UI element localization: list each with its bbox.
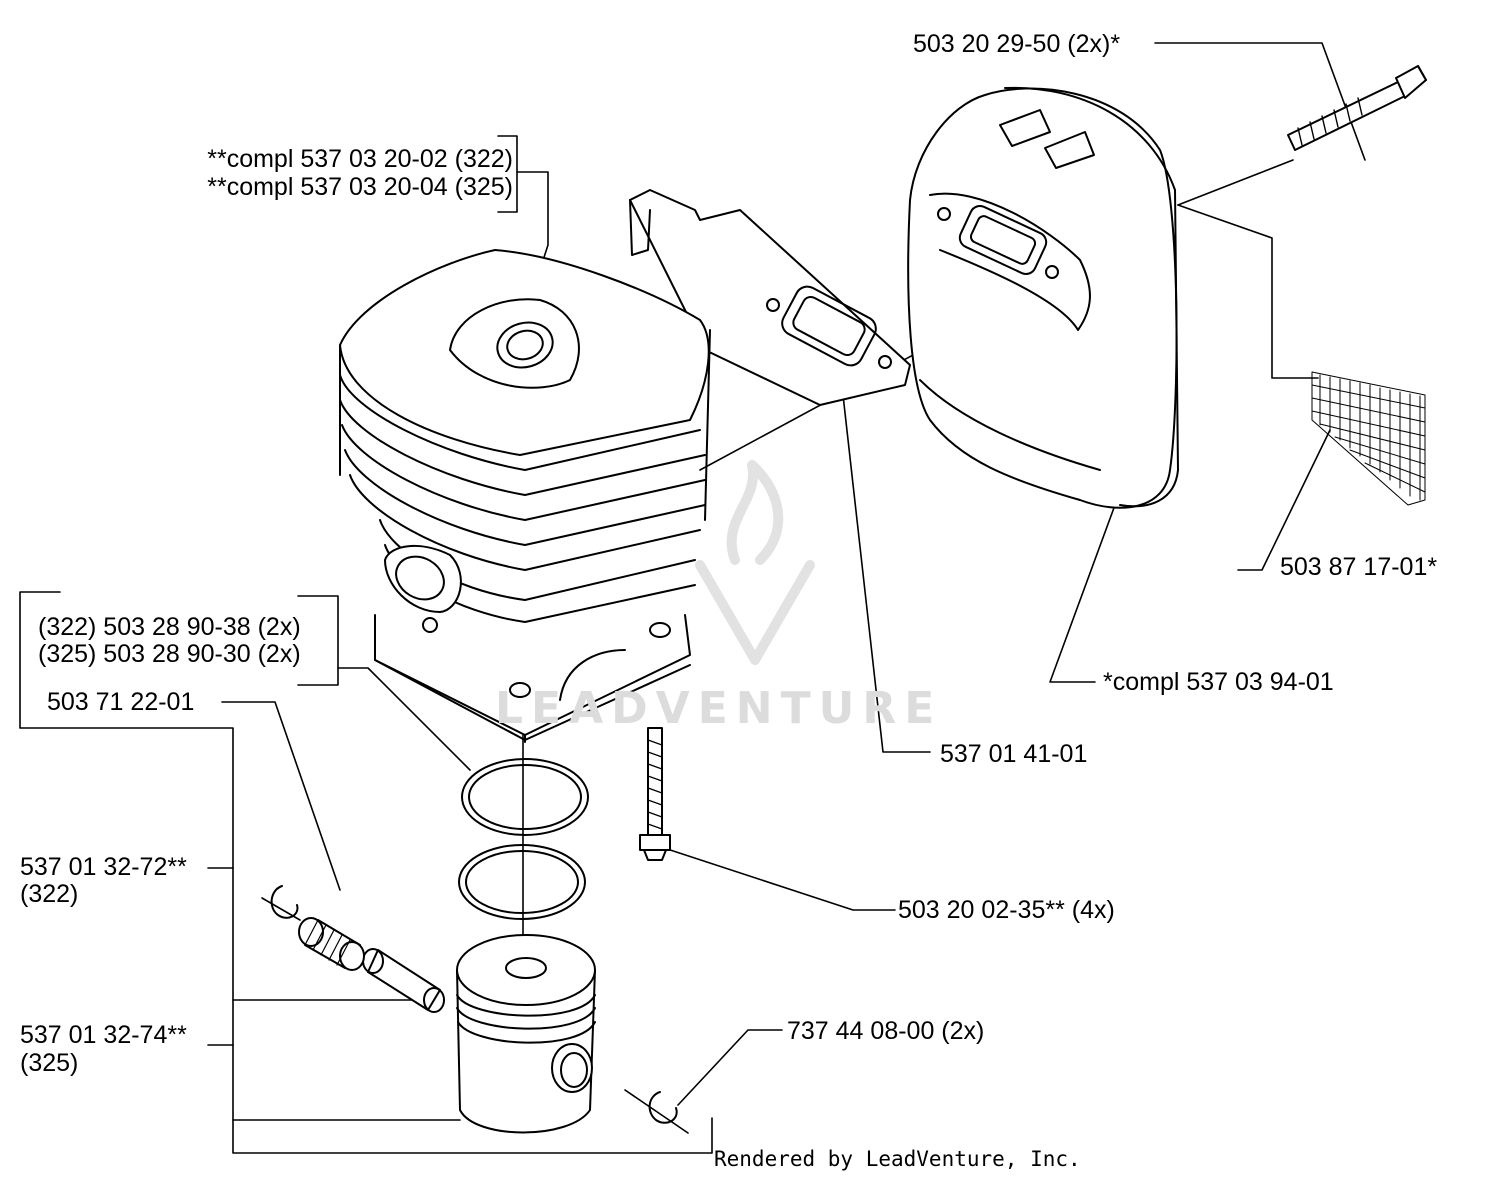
label-piston-325-model: (325): [20, 1049, 79, 1077]
footer-credit: Rendered by LeadVenture, Inc.: [714, 1147, 1081, 1171]
label-piston-322-model: (322): [20, 880, 79, 908]
piston-pin: [362, 948, 445, 1013]
muffler: [907, 86, 1179, 509]
spark-screen: [1311, 371, 1426, 506]
cylinder: [339, 249, 711, 743]
label-cylinder-screw: 503 20 02-35** (4x): [898, 896, 1115, 924]
label-cylinder-322: **compl 537 03 20-02 (322): [207, 145, 513, 173]
needle-bearing: [298, 917, 365, 971]
cylinder-screw: [639, 727, 671, 861]
label-circlip: 737 44 08-00 (2x): [787, 1017, 985, 1045]
label-muffler: *compl 537 03 94-01: [1103, 668, 1334, 696]
label-ring-322: (322) 503 28 90-38 (2x): [38, 613, 301, 641]
piston: [456, 934, 596, 1134]
watermark-logo: [695, 460, 815, 665]
label-piston-325-code: 537 01 32-74**: [20, 1021, 187, 1049]
label-ring-325: (325) 503 28 90-30 (2x): [38, 640, 301, 668]
long-bolt: [1287, 65, 1427, 151]
label-long-bolt: 503 20 29-50 (2x)*: [913, 30, 1121, 58]
label-needle-bearing: 503 71 22-01: [47, 688, 195, 716]
label-piston-322-code: 537 01 32-72**: [20, 853, 187, 881]
watermark-text: LEADVENTURE: [495, 683, 943, 734]
label-cylinder-325: **compl 537 03 20-04 (325): [207, 173, 513, 201]
muffler-gasket: [629, 189, 911, 406]
circlips: [270, 885, 678, 1124]
piston-rings: [458, 758, 589, 920]
label-spark-screen: 503 87 17-01*: [1280, 553, 1438, 581]
label-gasket: 537 01 41-01: [940, 740, 1088, 768]
